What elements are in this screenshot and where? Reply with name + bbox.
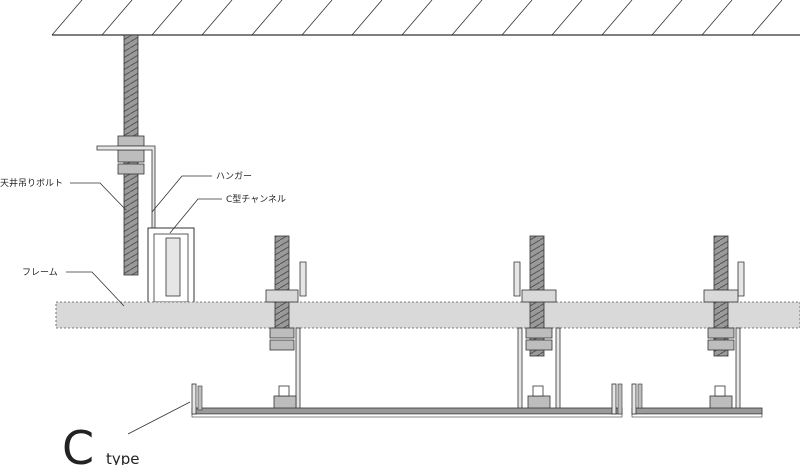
ceiling-bolt — [117, 34, 145, 276]
frame — [55, 301, 800, 329]
type-letter: C — [62, 421, 94, 465]
type-word: type — [106, 450, 140, 465]
label-frame: フレーム — [22, 267, 58, 278]
label-c-channel: C型チャンネル — [226, 194, 286, 205]
bolt-assembly-1 — [265, 235, 307, 411]
leader-hanger — [151, 175, 212, 213]
leader-type — [127, 401, 191, 435]
lower-panel-right — [631, 383, 763, 418]
label-hanger: ハンガー — [216, 171, 252, 182]
c-channel — [147, 227, 195, 309]
leader-c-channel — [169, 198, 222, 234]
leader-ceiling-bolt — [70, 182, 127, 211]
bolt-assembly-2 — [513, 235, 561, 411]
lower-panel-left — [191, 383, 623, 418]
ceiling-slab — [51, 0, 800, 36]
bolt-assembly-3 — [703, 235, 745, 411]
leader-frame — [66, 271, 125, 307]
label-ceiling-bolt: 天井吊りボルト — [0, 177, 63, 189]
